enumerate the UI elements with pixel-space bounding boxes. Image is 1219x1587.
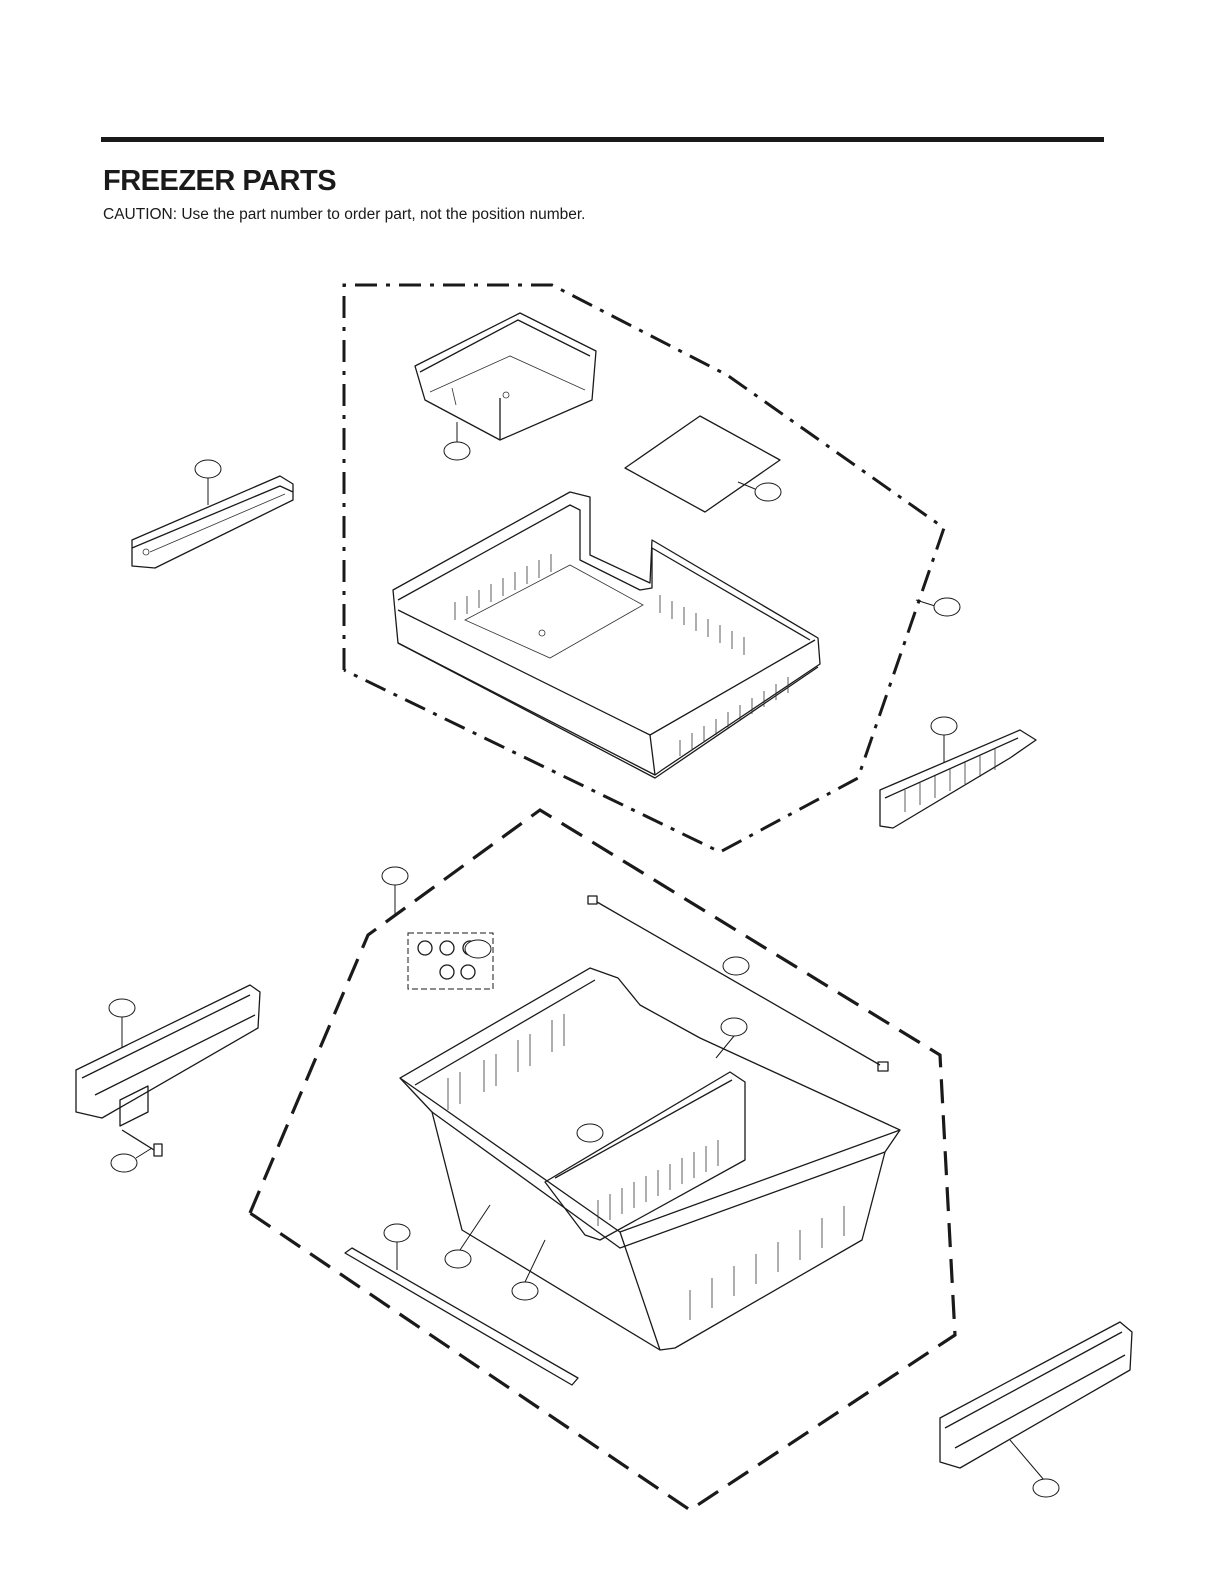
wire-part (588, 896, 888, 1071)
upper-drawer-part (393, 492, 820, 778)
callout-divider-sheet (755, 483, 781, 501)
small-tray-part (415, 313, 596, 440)
upper-assembly-boundary (344, 285, 944, 852)
callout-guide-right (512, 1282, 538, 1300)
callout-tray (444, 442, 470, 460)
callout-bar (384, 1224, 410, 1242)
lower-basket-part (400, 968, 900, 1350)
callout-divider (721, 1018, 747, 1036)
callout-guide-left (445, 1250, 471, 1268)
callout-right-rail-lower (1033, 1479, 1059, 1497)
right-upper-rail-part (880, 730, 1036, 828)
callout-right-rail-upper (931, 717, 957, 735)
right-lower-rail-part (940, 1322, 1132, 1468)
callout-wire (723, 957, 749, 975)
callout-left-rail-upper (195, 460, 221, 478)
callouts (109, 422, 1059, 1497)
long-bar-part (345, 1248, 578, 1385)
callout-sensor (111, 1154, 137, 1172)
callout-basket (577, 1124, 603, 1142)
callout-upper-drawer-assembly (934, 598, 960, 616)
callout-left-rail-lower (109, 999, 135, 1017)
callout-lower-drawer-assembly (382, 867, 408, 885)
left-upper-rail-part (132, 476, 293, 568)
left-lower-rail-part (76, 985, 260, 1126)
sensor-part (122, 1130, 162, 1156)
divider-sheet-part (625, 416, 780, 512)
callout-caps (465, 940, 491, 958)
lower-assembly-boundary (250, 810, 955, 1510)
